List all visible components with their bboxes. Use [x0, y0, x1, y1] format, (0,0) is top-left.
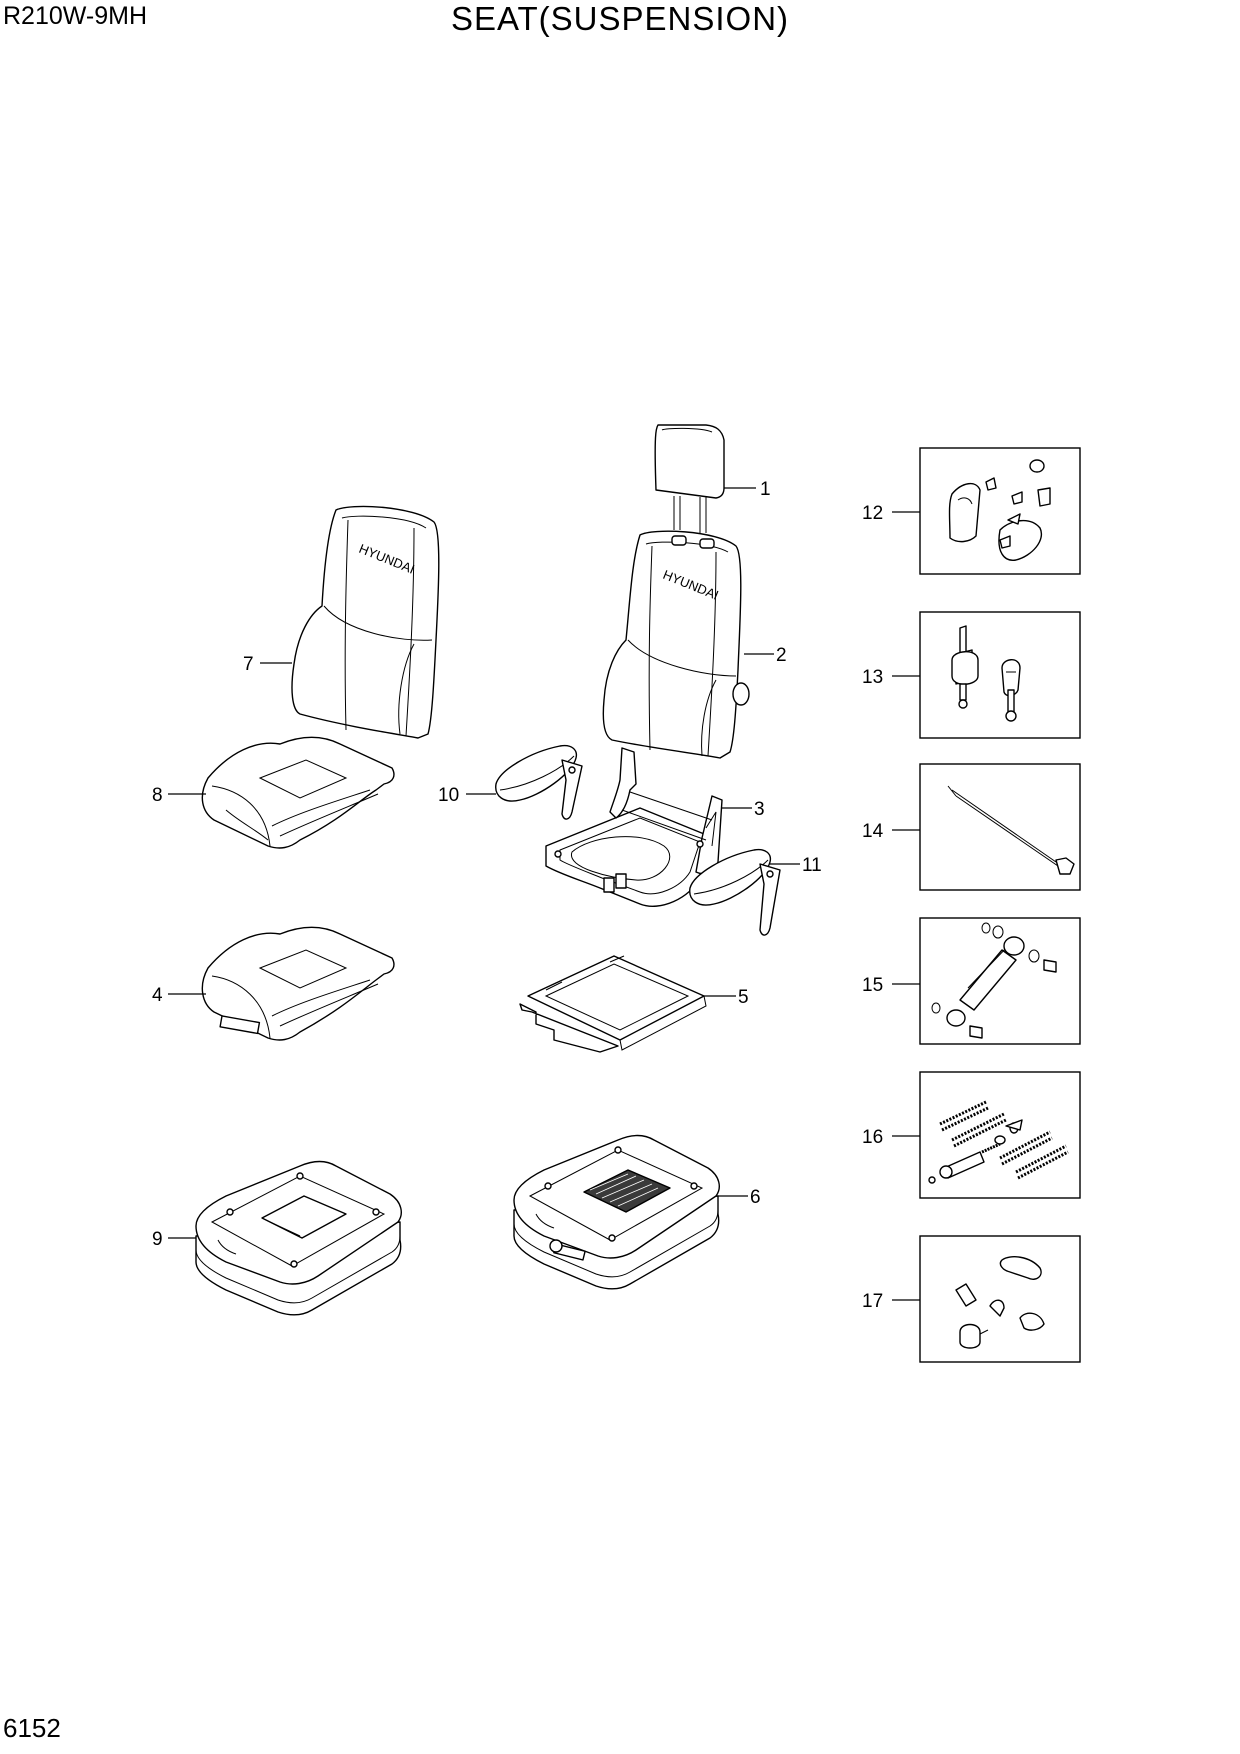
model-code: R210W-9MH [3, 2, 148, 30]
part-10-armrest-left[interactable] [495, 744, 583, 820]
part-1-headrest[interactable] [654, 424, 725, 533]
callout-10[interactable]: 10 [438, 785, 459, 806]
part-15-damper [931, 922, 1057, 1039]
part-8-seat-cover[interactable] [201, 736, 395, 849]
callout-15[interactable]: 15 [862, 975, 883, 996]
page-number: 6152 [3, 1713, 61, 1743]
callout-12[interactable]: 12 [862, 503, 883, 524]
part-16-spring-kit [928, 1100, 1069, 1184]
callout-11[interactable]: 11 [802, 855, 822, 876]
part-7-backrest-cover[interactable]: HYUNDAI [291, 505, 440, 739]
callout-16[interactable]: 16 [862, 1127, 883, 1148]
part-17-knob-kit [955, 1256, 1045, 1349]
kit-box-12[interactable] [919, 447, 1081, 575]
callout-7[interactable]: 7 [243, 654, 254, 675]
callout-3[interactable]: 3 [754, 799, 765, 820]
part-14-cable [947, 785, 1075, 875]
callout-13[interactable]: 13 [862, 667, 883, 688]
page-title: SEAT(SUSPENSION) [450, 0, 790, 37]
callout-8[interactable]: 8 [152, 785, 163, 806]
callout-6[interactable]: 6 [750, 1187, 761, 1208]
part-13-seatbelt [951, 625, 1021, 722]
part-12-cover-kit [948, 459, 1051, 561]
callout-5[interactable]: 5 [738, 987, 749, 1008]
kit-box-14[interactable] [919, 763, 1081, 891]
part-4-seat-cushion[interactable] [201, 926, 395, 1041]
part-6-suspension-assy[interactable] [513, 1134, 720, 1290]
part-5-slide-rail[interactable] [519, 955, 707, 1053]
kit-box-16[interactable] [919, 1071, 1081, 1199]
part-11-armrest-right[interactable] [689, 848, 781, 936]
callout-2[interactable]: 2 [776, 645, 787, 666]
callout-4[interactable]: 4 [152, 985, 163, 1006]
callout-17[interactable]: 17 [862, 1291, 883, 1312]
kit-box-17[interactable] [919, 1235, 1081, 1363]
kit-box-13[interactable] [919, 611, 1081, 739]
part-3-seat-frame[interactable] [545, 747, 723, 907]
kit-box-15[interactable] [919, 917, 1081, 1045]
callout-14[interactable]: 14 [862, 821, 884, 842]
part-9-suspension[interactable] [195, 1160, 402, 1316]
callout-1[interactable]: 1 [760, 479, 771, 500]
callout-9[interactable]: 9 [152, 1229, 163, 1250]
part-2-backrest[interactable]: HYUNDAI [602, 530, 750, 759]
